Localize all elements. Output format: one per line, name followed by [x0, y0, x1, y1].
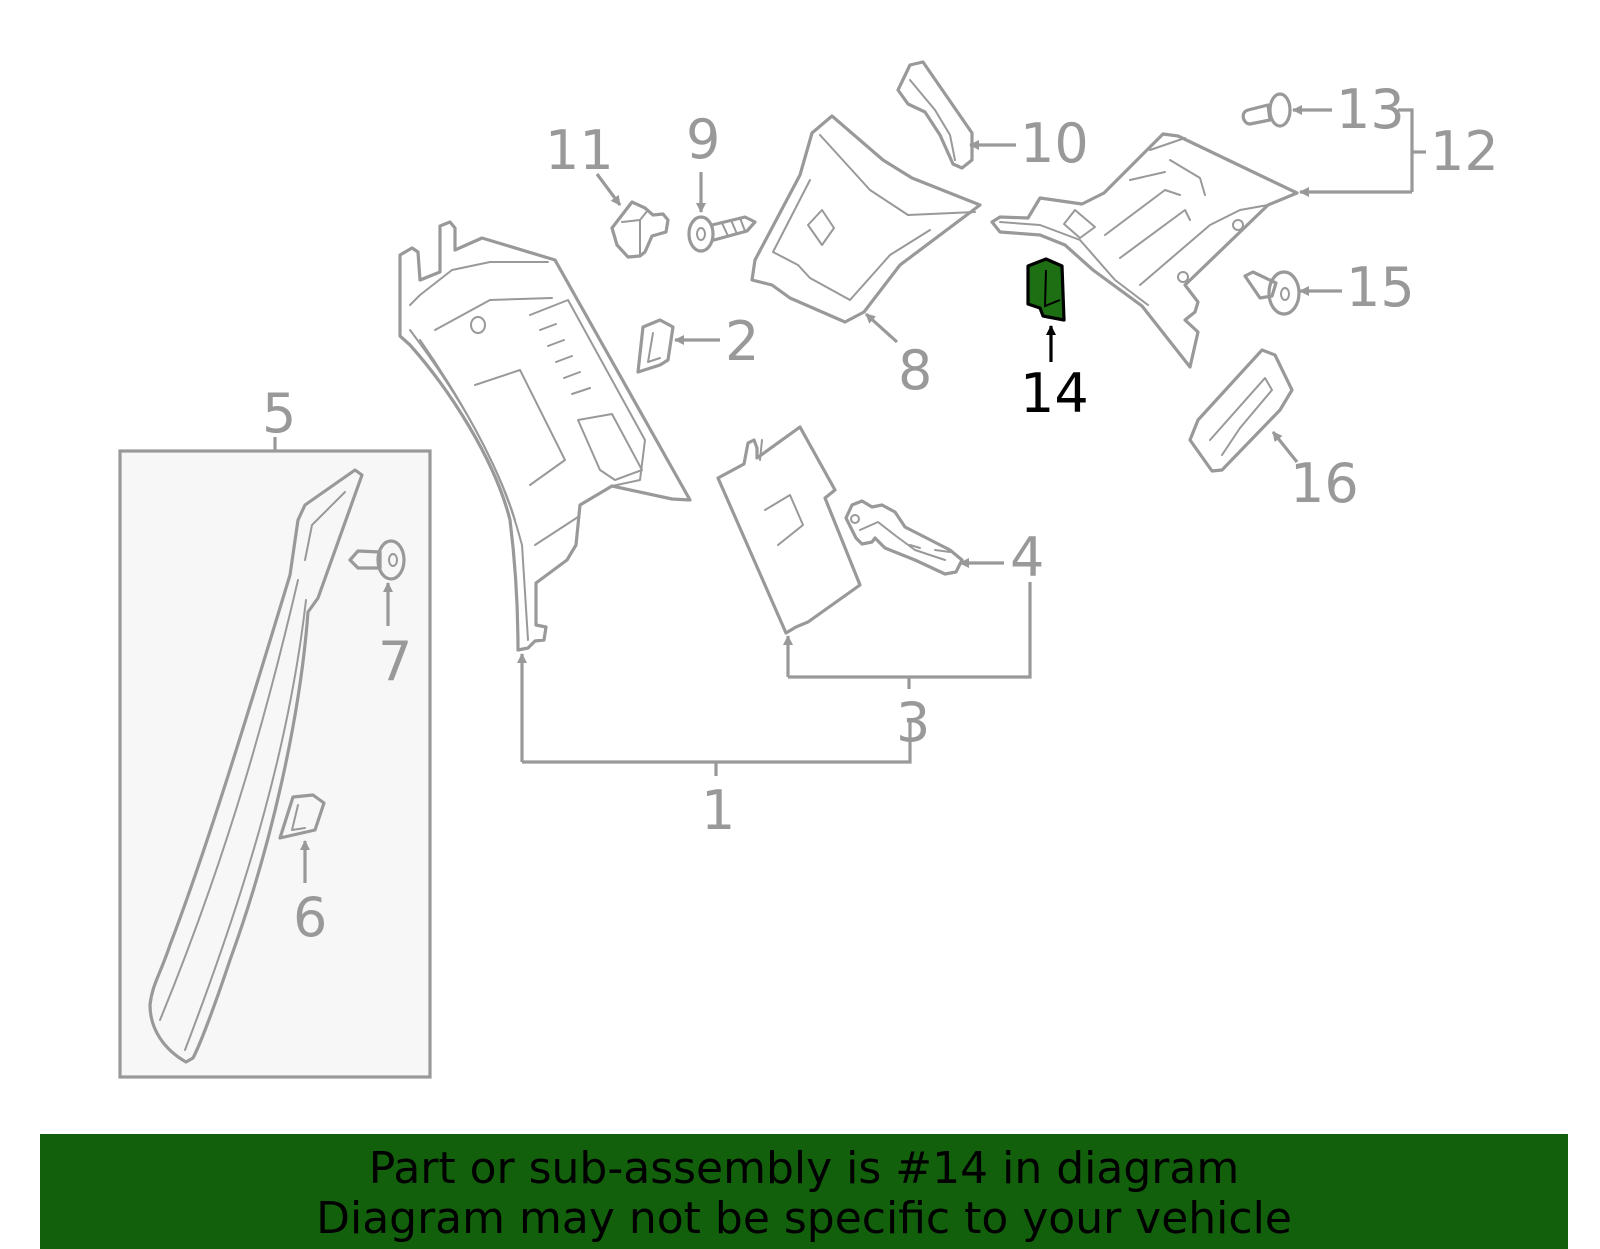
part-8-quarter-trim: [750, 114, 982, 344]
part-14-highlighted-clip: [1026, 257, 1066, 362]
callout-4: 4: [1010, 526, 1044, 589]
part-10-bracket: [896, 60, 1016, 170]
callout-15: 15: [1346, 256, 1415, 319]
part-9-screw: [687, 172, 757, 253]
part-4-bracket: [844, 499, 1004, 576]
part-6-retainer: [278, 793, 326, 883]
callout-13: 13: [1336, 78, 1405, 141]
part-7-clip: [348, 539, 406, 626]
callout-3: 3: [896, 691, 930, 754]
part-16-cover: [1188, 348, 1299, 473]
callout-14: 14: [1020, 362, 1089, 425]
banner-line-2: Diagram may not be specific to your vehi…: [316, 1193, 1292, 1244]
callout-9: 9: [686, 108, 720, 171]
callout-11: 11: [545, 119, 614, 182]
part-2-clip: [636, 318, 720, 374]
callout-6: 6: [293, 886, 327, 949]
callout-2: 2: [725, 310, 759, 373]
part-5-pillar-garnish: [148, 468, 364, 1064]
part-3-lower-trim: [716, 425, 1032, 689]
callout-16: 16: [1290, 452, 1359, 515]
callout-8: 8: [898, 339, 932, 402]
banner-line-1: Part or sub-assembly is #14 in diagram: [368, 1143, 1240, 1194]
part-11-retainer: [595, 173, 670, 259]
part-1-leader: [517, 653, 912, 776]
callout-12: 12: [1430, 120, 1499, 183]
callout-10: 10: [1020, 112, 1089, 175]
info-banner: Part or sub-assembly is #14 in diagram D…: [40, 1134, 1568, 1249]
part-5-group-box: [118, 437, 432, 1079]
part-12-panel-trim: [990, 108, 1426, 369]
callout-1: 1: [701, 779, 735, 842]
callout-5: 5: [262, 382, 296, 445]
part-13-pin: [1241, 92, 1332, 128]
part-1-pillar-trim: [398, 220, 692, 652]
callout-7: 7: [378, 630, 412, 693]
part-15-push-clip: [1243, 270, 1342, 316]
